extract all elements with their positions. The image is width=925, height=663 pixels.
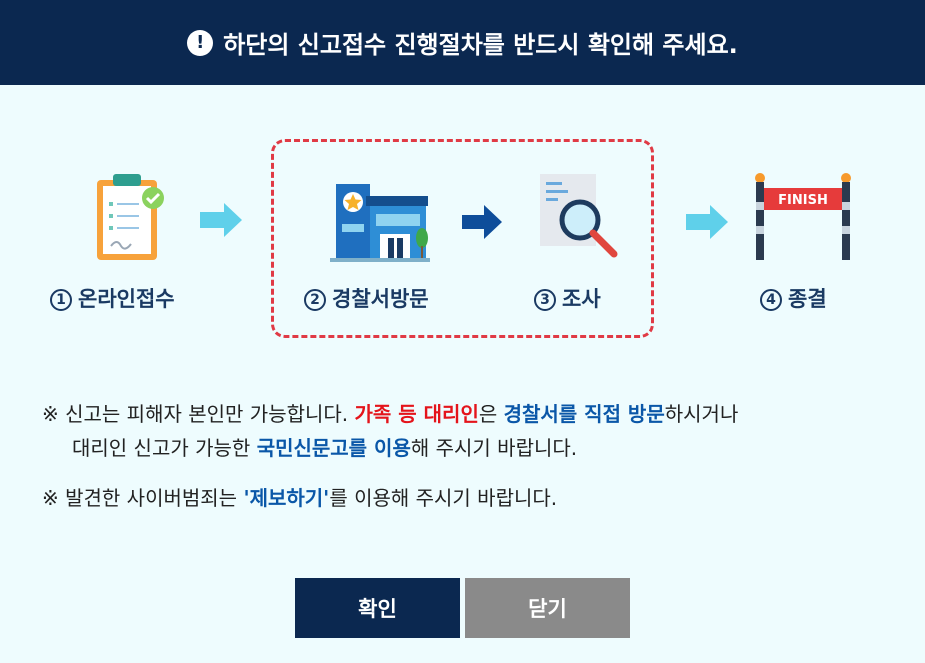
clipboard-check-icon [97, 174, 164, 260]
arrow-right-icon [200, 203, 242, 237]
finish-line-icon: FINISH [755, 173, 851, 260]
police-station-icon [330, 184, 430, 262]
arrow-right-icon [462, 205, 502, 239]
notice-line-1: ※ 신고는 피해자 본인만 가능합니다. 가족 등 대리인은 경찰서를 직접 방… [42, 402, 739, 426]
notice-text-block: ※ 신고는 피해자 본인만 가능합니다. 가족 등 대리인은 경찰서를 직접 방… [42, 397, 902, 515]
police-visit-group-box [271, 139, 654, 338]
magnifier-document-icon [540, 174, 618, 258]
confirm-button[interactable]: 확인 [295, 578, 460, 638]
exclamation-circle-icon: ! [187, 29, 214, 56]
dialog-title: 하단의 신고접수 진행절차를 반드시 확인해 주세요. [223, 31, 738, 59]
close-button[interactable]: 닫기 [465, 578, 630, 638]
finish-banner-text: FINISH [778, 193, 828, 208]
dialog-header: ! 하단의 신고접수 진행절차를 반드시 확인해 주세요. [0, 0, 925, 85]
notice-line-3: ※ 발견한 사이버범죄는 '제보하기'를 이용해 주시기 바랍니다. [42, 486, 558, 510]
notice-line-2: 대리인 신고가 가능한 국민신문고를 이용해 주시기 바랍니다. [72, 436, 578, 460]
arrow-right-icon [686, 205, 728, 239]
